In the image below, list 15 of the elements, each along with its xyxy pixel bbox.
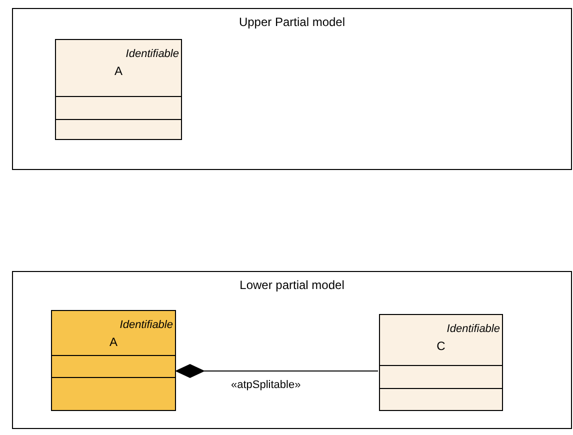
package-frame — [12, 8, 572, 170]
class-name: A — [114, 64, 122, 78]
class-name: C — [436, 339, 446, 353]
package-frame — [12, 271, 572, 429]
class-box — [379, 314, 503, 411]
edge-label: «atpSplitable» — [230, 379, 302, 391]
stereotype-text: Identifiable — [446, 323, 500, 335]
package-title: Upper Partial model — [238, 15, 346, 29]
composition-line — [174, 364, 378, 378]
class-name: A — [109, 335, 118, 349]
package-title: Lower partial model — [240, 278, 344, 292]
stereotype-text: Identifiable — [126, 48, 179, 60]
class-box — [51, 310, 176, 411]
class-box — [55, 39, 182, 140]
stereotype-text: Identifiable — [120, 319, 173, 331]
